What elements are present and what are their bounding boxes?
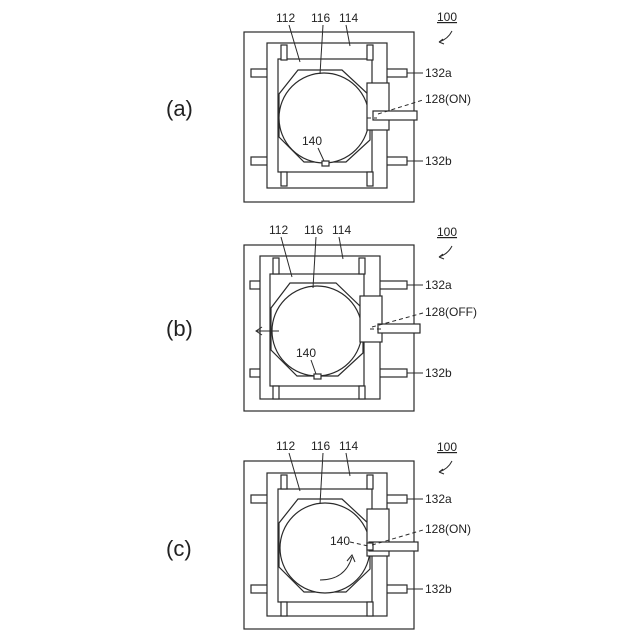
label-132b: 132b — [425, 582, 452, 596]
pin — [367, 475, 373, 489]
label-132a: 132a — [425, 492, 452, 506]
panel-b: (b) 100 112 116 114 132a 128(OFF) — [166, 223, 477, 411]
reference-arrow — [439, 31, 452, 44]
pin — [281, 475, 287, 489]
label-128: 128(ON) — [425, 522, 471, 536]
panel-label: (c) — [166, 536, 192, 561]
label-132b: 132b — [425, 366, 452, 380]
pin — [281, 172, 287, 186]
label-114: 114 — [339, 439, 358, 453]
pin — [359, 258, 365, 274]
label-132a: 132a — [425, 278, 452, 292]
label-116: 116 — [311, 11, 330, 25]
label-114: 114 — [339, 11, 358, 25]
guide-bar — [386, 495, 407, 503]
pin — [359, 386, 365, 399]
label-116: 116 — [311, 439, 330, 453]
guide-bar — [251, 495, 268, 503]
pin — [367, 602, 373, 616]
label-140: 140 — [302, 134, 322, 148]
pin — [367, 45, 373, 60]
guide-bar — [251, 157, 268, 165]
reference-number: 100 — [437, 10, 457, 24]
actuator-body — [360, 296, 382, 342]
actuator-body — [367, 83, 389, 130]
notch-140 — [367, 543, 373, 550]
label-112: 112 — [276, 439, 295, 453]
panel-a: (a) 100 112 116 114 132a — [166, 10, 471, 202]
pin — [273, 386, 279, 399]
label-140: 140 — [330, 534, 350, 548]
guide-bar — [386, 157, 407, 165]
label-132a: 132a — [425, 66, 452, 80]
pin — [367, 172, 373, 186]
wafer-116 — [272, 286, 362, 376]
reference-number: 100 — [437, 440, 457, 454]
label-128: 128(ON) — [425, 92, 471, 106]
guide-bar — [251, 69, 268, 77]
reference-arrow — [439, 246, 452, 259]
reference-arrow — [439, 461, 452, 474]
wafer-116 — [279, 73, 369, 163]
guide-bar — [251, 585, 268, 593]
guide-bar — [378, 281, 407, 289]
actuator-rod — [369, 542, 418, 551]
label-112: 112 — [269, 223, 288, 237]
label-112: 112 — [276, 11, 295, 25]
notch-140 — [322, 161, 329, 166]
pin — [281, 45, 287, 60]
guide-bar — [378, 369, 407, 377]
reference-number: 100 — [437, 225, 457, 239]
label-132b: 132b — [425, 154, 452, 168]
notch-140 — [314, 374, 321, 379]
pin — [281, 602, 287, 616]
label-140: 140 — [296, 346, 316, 360]
pin — [273, 258, 279, 274]
label-114: 114 — [332, 223, 351, 237]
label-128: 128(OFF) — [425, 305, 477, 319]
panel-label: (b) — [166, 316, 193, 341]
guide-bar — [386, 69, 407, 77]
actuator-rod — [373, 111, 417, 120]
guide-bar — [386, 585, 407, 593]
panel-label: (a) — [166, 96, 193, 121]
panel-c: (c) 100 112 116 114 132a 128(ON) 13 — [166, 439, 471, 629]
actuator-rod — [378, 324, 420, 333]
label-116: 116 — [304, 223, 323, 237]
